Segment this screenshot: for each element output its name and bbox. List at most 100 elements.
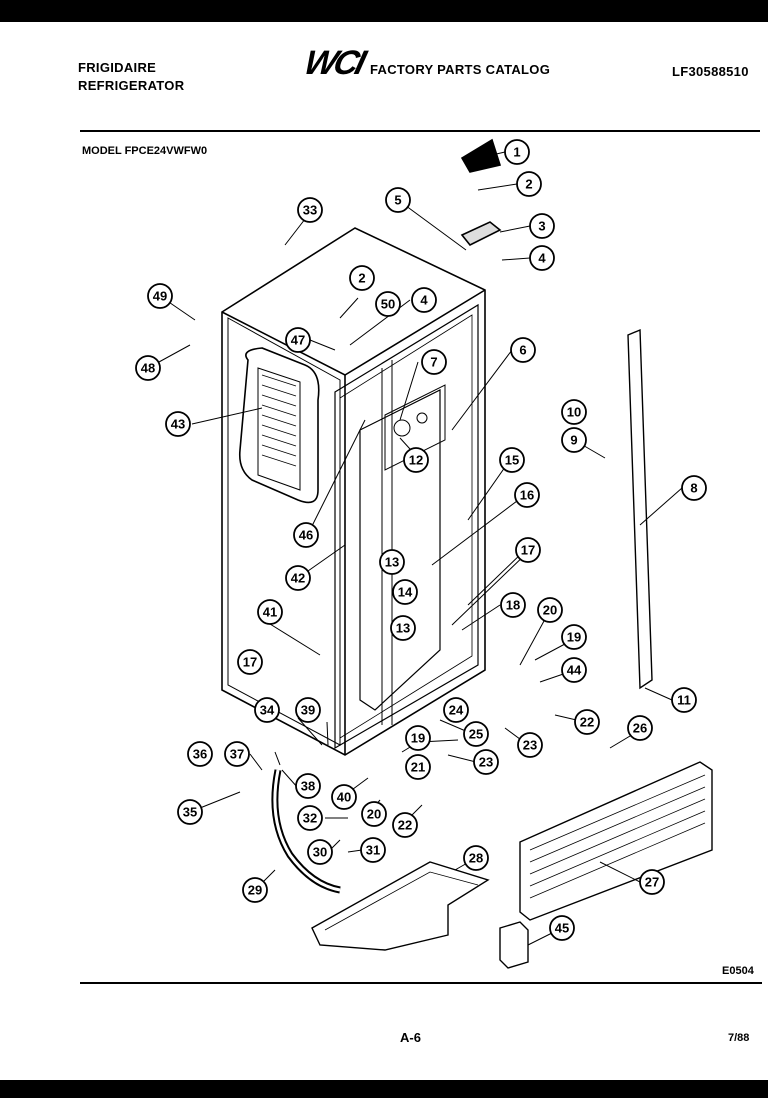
svg-text:31: 31 [366, 843, 380, 858]
bottom-border-bar [0, 1080, 768, 1098]
callout-2b: 2 [349, 265, 375, 291]
callout-23b: 23 [473, 749, 499, 775]
callout-49: 49 [147, 283, 173, 309]
svg-text:2: 2 [525, 177, 532, 192]
svg-text:7: 7 [430, 355, 437, 370]
callout-19b: 19 [405, 725, 431, 751]
svg-text:10: 10 [567, 405, 581, 420]
svg-text:5: 5 [394, 193, 401, 208]
callout-3: 3 [529, 213, 555, 239]
svg-text:22: 22 [398, 818, 412, 833]
callout-48: 48 [135, 355, 161, 381]
svg-text:35: 35 [183, 805, 197, 820]
callout-22b: 22 [392, 812, 418, 838]
catalog-title: FACTORY PARTS CATALOG [370, 62, 551, 77]
callout-24: 24 [443, 697, 469, 723]
svg-text:29: 29 [248, 883, 262, 898]
toe-grille [519, 761, 713, 921]
part-45 [499, 921, 529, 969]
callout-31: 31 [360, 837, 386, 863]
svg-text:22: 22 [580, 715, 594, 730]
callout-20b: 20 [361, 801, 387, 827]
header-divider [80, 130, 760, 132]
callout-10: 10 [561, 399, 587, 425]
catalog-part-number: LF30588510 [672, 64, 749, 79]
drawing-code: E0504 [722, 965, 754, 977]
svg-text:9: 9 [570, 433, 577, 448]
svg-text:40: 40 [337, 790, 351, 805]
svg-text:24: 24 [449, 703, 464, 718]
footer-divider [80, 982, 762, 984]
callout-25: 25 [463, 721, 489, 747]
svg-text:3: 3 [538, 219, 545, 234]
callout-1: 1 [504, 139, 530, 165]
callout-11: 11 [671, 687, 697, 713]
svg-text:36: 36 [193, 747, 207, 762]
svg-text:16: 16 [520, 488, 534, 503]
svg-text:28: 28 [469, 851, 483, 866]
svg-text:30: 30 [313, 845, 327, 860]
svg-text:12: 12 [409, 453, 423, 468]
svg-text:45: 45 [555, 921, 569, 936]
svg-text:4: 4 [538, 251, 546, 266]
callout-50: 50 [375, 291, 401, 317]
callout-30: 30 [307, 839, 333, 865]
callout-29: 29 [242, 877, 268, 903]
hinge-cover [460, 138, 502, 173]
callout-17: 17 [515, 537, 541, 563]
svg-text:27: 27 [645, 875, 659, 890]
drain-pan [311, 861, 490, 951]
callout-34: 34 [254, 697, 280, 723]
callout-14: 14 [392, 579, 418, 605]
cabinet-liner [334, 303, 479, 750]
model-label: MODEL FPCE24VWFW0 [82, 145, 208, 157]
callout-9: 9 [561, 427, 587, 453]
svg-text:11: 11 [677, 693, 691, 708]
svg-text:2: 2 [358, 271, 365, 286]
svg-text:13: 13 [396, 621, 410, 636]
svg-text:19: 19 [411, 731, 425, 746]
condenser-coil [238, 347, 320, 504]
svg-text:4: 4 [420, 293, 428, 308]
callout-4: 4 [529, 245, 555, 271]
callout-15: 15 [499, 447, 525, 473]
svg-text:15: 15 [505, 453, 519, 468]
brand-name: FRIGIDAIRE [78, 60, 157, 75]
callout-39: 39 [295, 697, 321, 723]
callout-12: 12 [403, 447, 429, 473]
svg-text:48: 48 [141, 361, 155, 376]
callout-33: 33 [297, 197, 323, 223]
svg-text:34: 34 [260, 703, 275, 718]
svg-text:41: 41 [263, 605, 277, 620]
svg-text:23: 23 [479, 755, 493, 770]
callout-16: 16 [514, 482, 540, 508]
svg-text:33: 33 [303, 203, 317, 218]
callout-27: 27 [639, 869, 665, 895]
svg-text:43: 43 [171, 417, 185, 432]
svg-text:37: 37 [230, 747, 244, 762]
top-border-bar [0, 0, 768, 22]
svg-text:46: 46 [299, 528, 313, 543]
callout-5: 5 [385, 187, 411, 213]
callout-22: 22 [574, 709, 600, 735]
evaporator-cover [359, 389, 441, 711]
svg-text:20: 20 [543, 603, 557, 618]
callout-23: 23 [517, 732, 543, 758]
catalog-date: 7/88 [728, 1032, 750, 1044]
svg-text:39: 39 [301, 703, 315, 718]
svg-text:8: 8 [690, 481, 697, 496]
callout-41: 41 [257, 599, 283, 625]
callout-13: 13 [379, 549, 405, 575]
svg-text:14: 14 [398, 585, 413, 600]
svg-text:6: 6 [519, 343, 526, 358]
top-hinge [460, 221, 502, 247]
callout-32: 32 [297, 805, 323, 831]
callout-47: 47 [285, 327, 311, 353]
product-type: REFRIGERATOR [78, 78, 185, 93]
svg-text:19: 19 [567, 630, 581, 645]
callout-37: 37 [224, 741, 250, 767]
callout-28: 28 [463, 845, 489, 871]
callout-21: 21 [405, 754, 431, 780]
svg-text:17: 17 [521, 543, 535, 558]
